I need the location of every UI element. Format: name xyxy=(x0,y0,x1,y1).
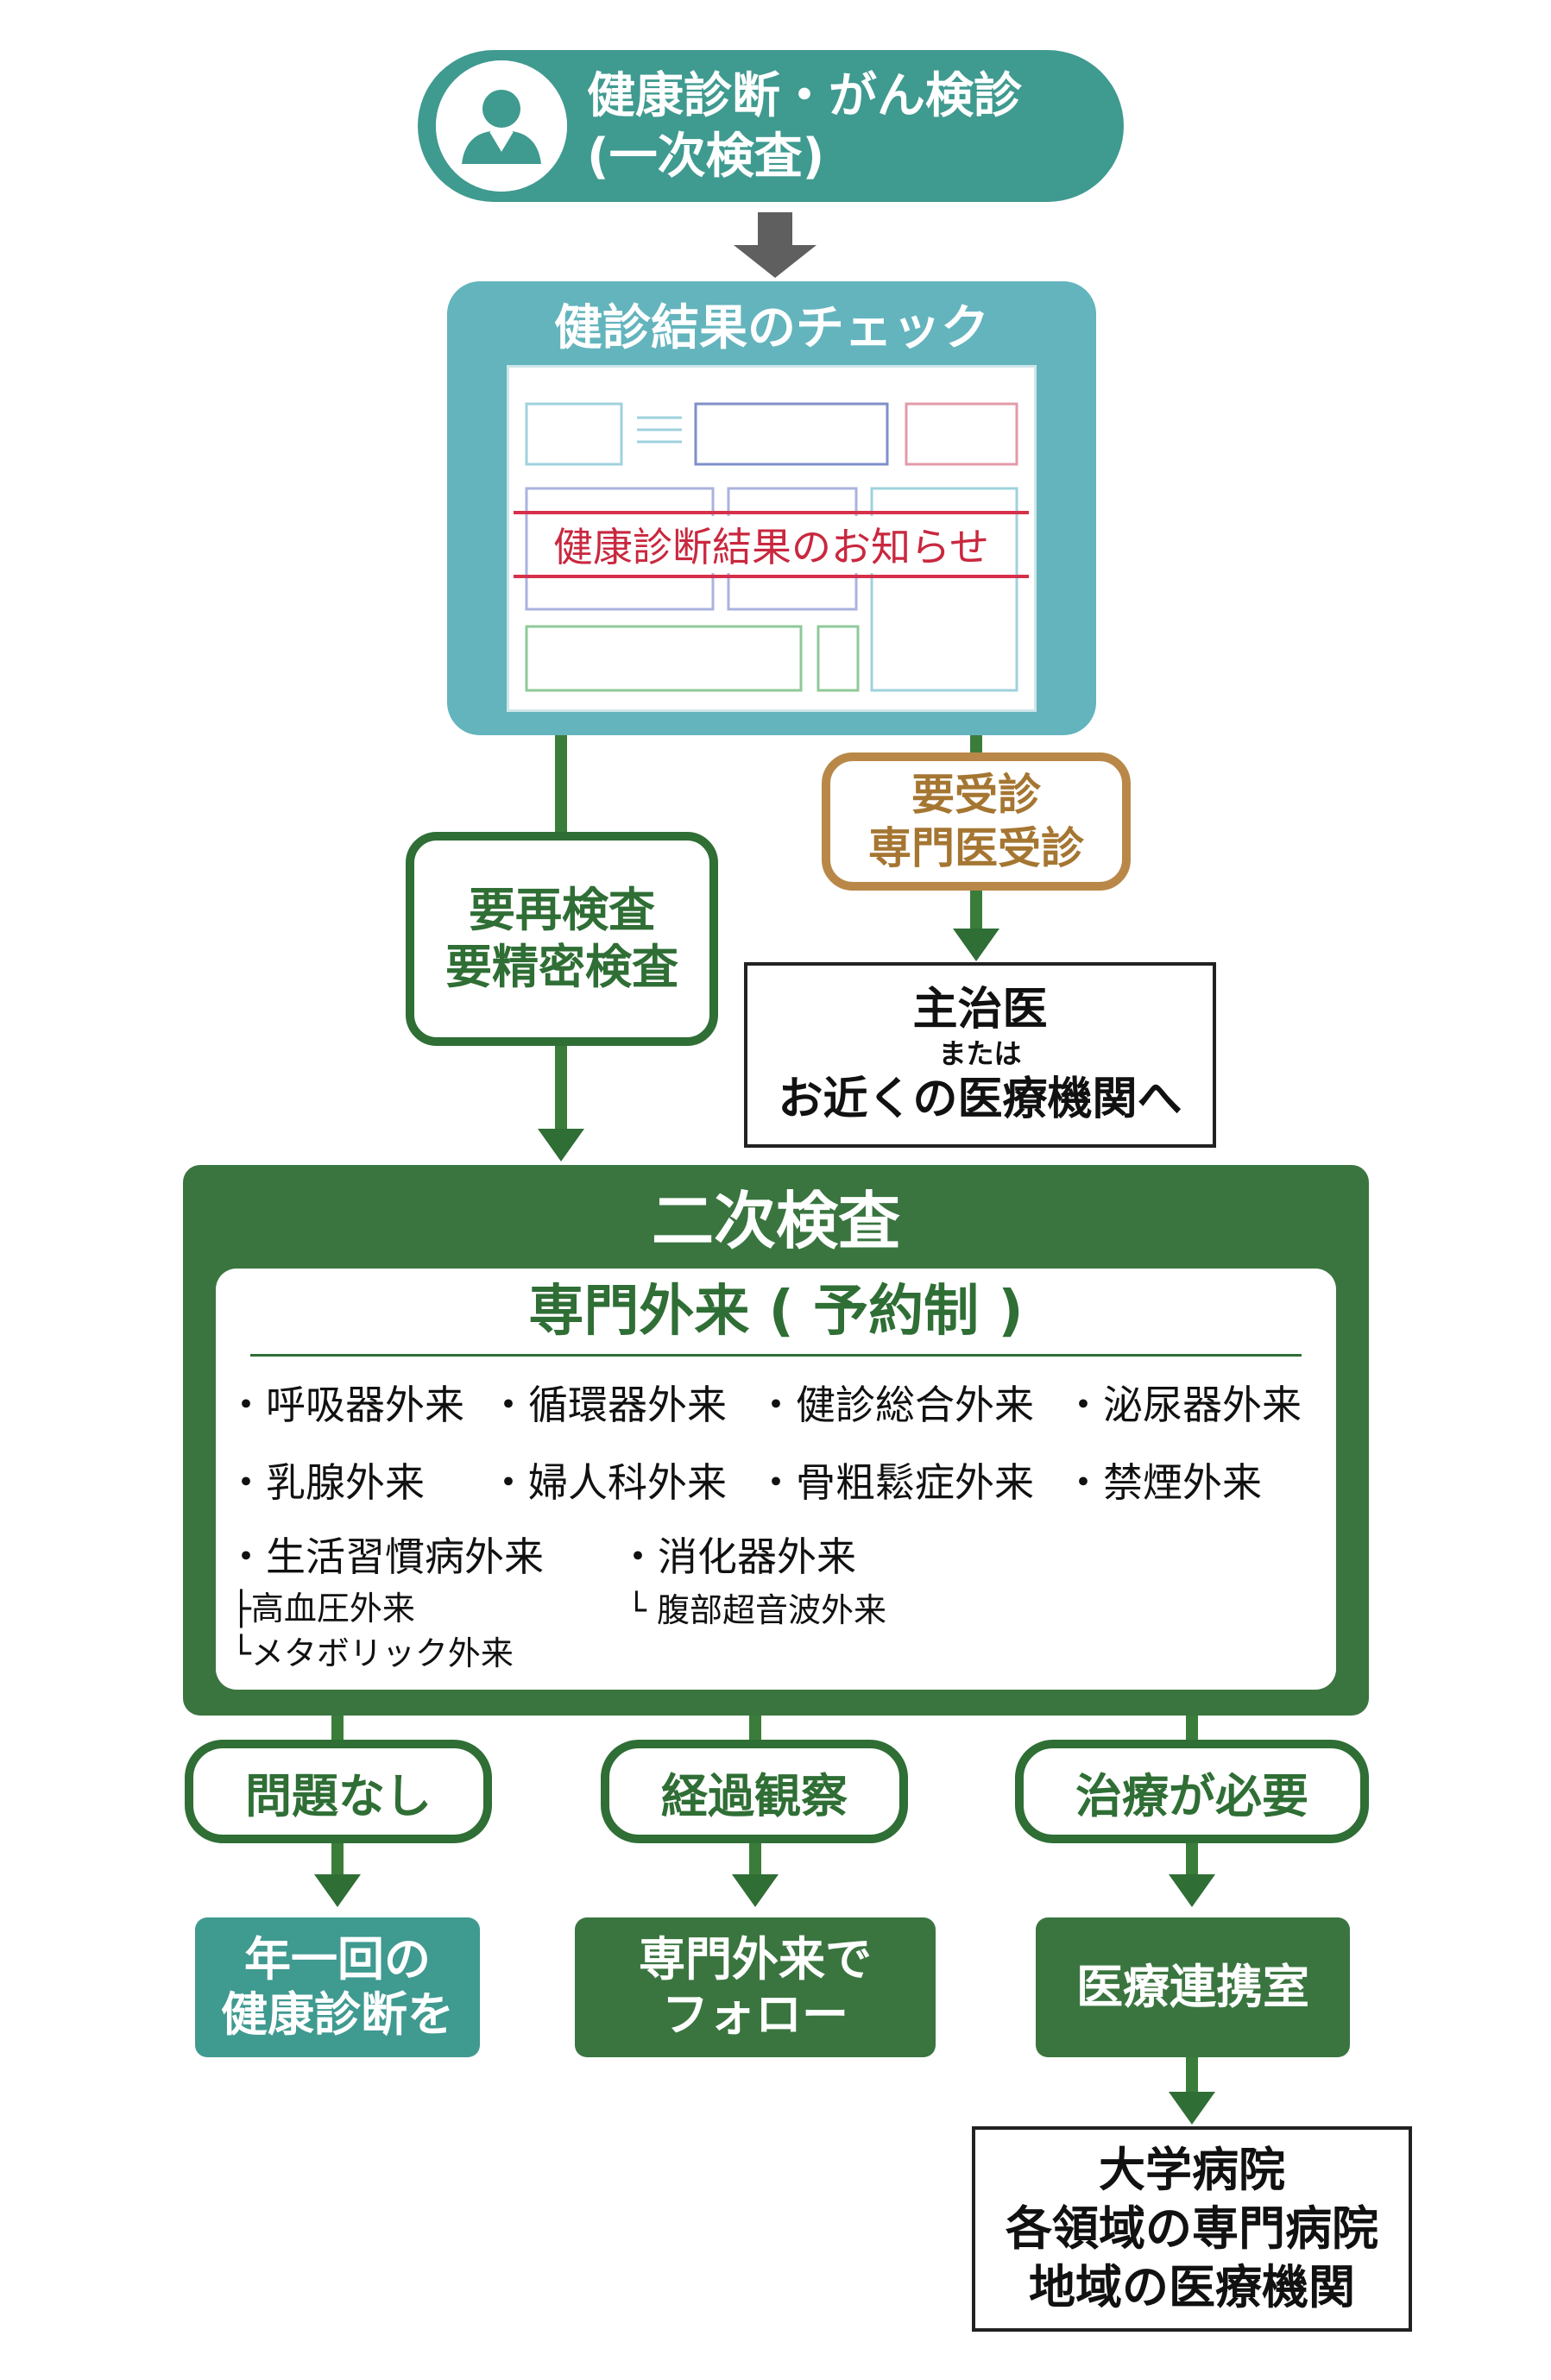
dept-hypertension: ├高血圧外来 xyxy=(231,1590,415,1628)
dept-gastroenterology: ・消化器外来 xyxy=(618,1533,856,1580)
connector-line xyxy=(749,1716,761,1741)
divider xyxy=(250,1354,1302,1357)
dept-gynecology: ・婦人科外来 xyxy=(489,1459,727,1506)
down-arrow-icon xyxy=(732,1874,779,1907)
dept-breast: ・乳腺外来 xyxy=(226,1459,425,1506)
connector-line xyxy=(555,735,567,832)
primary-exam-line2: (一次検査) xyxy=(587,129,825,185)
result-follow-line1: 専門外来で xyxy=(639,1932,872,1986)
outcome-observation: 経過観察 xyxy=(601,1740,908,1843)
dept-abdominal-ultrasound: └ 腹部超音波外来 xyxy=(627,1591,886,1629)
connector-line xyxy=(749,1843,761,1876)
result-annual-line1: 年一回の xyxy=(244,1932,431,1986)
primary-doctor-box: 主治医 または お近くの医療機関へ xyxy=(744,962,1216,1148)
dept-respiratory: ・呼吸器外来 xyxy=(226,1382,464,1428)
primary-doctor-line3: お近くの医療機関へ xyxy=(778,1073,1182,1125)
connector-line xyxy=(331,1716,344,1741)
dept-osteoporosis: ・骨粗鬆症外来 xyxy=(756,1459,1034,1506)
person-icon xyxy=(436,60,567,192)
need-recheck-line2: 要精密検査 xyxy=(445,940,678,994)
down-arrow-icon xyxy=(953,929,999,961)
final-line2: 各領域の専門病院 xyxy=(1006,2201,1378,2256)
result-follow-line2: フォロー xyxy=(662,1987,848,2042)
connector-line xyxy=(970,891,982,930)
primary-doctor-line2: または xyxy=(938,1036,1022,1070)
outcome-treatment-needed: 治療が必要 xyxy=(1015,1740,1369,1843)
dept-cardiology: ・循環器外来 xyxy=(489,1382,727,1428)
arrow-shaft xyxy=(758,212,792,245)
primary-doctor-line1: 主治医 xyxy=(912,983,1048,1036)
dept-urology: ・泌尿器外来 xyxy=(1063,1382,1302,1428)
down-arrow-icon xyxy=(1169,2092,1215,2125)
down-arrow-icon xyxy=(734,245,816,278)
down-arrow-icon xyxy=(1169,1874,1215,1907)
primary-exam-line1: 健康診断・がん検診 xyxy=(587,68,1022,124)
connector-line xyxy=(555,1046,567,1130)
outcome-no-problem: 問題なし xyxy=(185,1740,492,1843)
final-line3: 地域の医療機関 xyxy=(1029,2260,1355,2314)
connector-line xyxy=(970,735,982,754)
result-specialist-follow: 専門外来で フォロー xyxy=(575,1917,936,2057)
need-recheck-label: 要再検査 要精密検査 xyxy=(406,832,718,1046)
result-check-title: 健診結果のチェック xyxy=(554,299,989,356)
connector-line xyxy=(1186,1843,1198,1876)
dept-smoking-cessation: ・禁煙外来 xyxy=(1063,1459,1262,1506)
specialist-outpatient-title: 専門外来 ( 予約制 ) xyxy=(528,1280,1024,1344)
primary-exam-title: 健康診断・がん検診 (一次検査) xyxy=(587,62,1105,192)
dept-metabolic: └メタボリック外来 xyxy=(231,1634,514,1672)
down-arrow-icon xyxy=(314,1874,361,1907)
need-visit-label: 要受診 専門医受診 xyxy=(822,752,1131,891)
result-annual-line2: 健康診断を xyxy=(221,1987,454,2042)
result-notice-text: 健康診断結果のお知らせ xyxy=(549,516,993,573)
result-medical-liaison: 医療連携室 xyxy=(1036,1917,1350,2057)
result-notice-banner: 健康診断結果のお知らせ xyxy=(514,511,1029,578)
dept-lifestyle-disease: ・生活習慣病外来 xyxy=(226,1533,544,1580)
final-line1: 大学病院 xyxy=(1099,2143,1285,2197)
result-annual-checkup: 年一回の 健康診断を xyxy=(195,1917,480,2057)
specialist-outpatient-panel xyxy=(216,1269,1336,1690)
referral-destinations-box: 大学病院 各領域の専門病院 地域の医療機関 xyxy=(972,2126,1412,2332)
need-recheck-line1: 要再検査 xyxy=(469,883,655,937)
connector-line xyxy=(331,1843,344,1876)
need-visit-line2: 専門医受診 xyxy=(868,823,1084,873)
connector-line xyxy=(1186,1716,1198,1741)
dept-general-checkup: ・健診総合外来 xyxy=(756,1382,1034,1428)
need-visit-line1: 要受診 xyxy=(911,770,1041,820)
secondary-exam-title: 二次検査 xyxy=(651,1184,900,1257)
down-arrow-icon xyxy=(538,1129,584,1162)
connector-line xyxy=(1186,2057,1198,2094)
